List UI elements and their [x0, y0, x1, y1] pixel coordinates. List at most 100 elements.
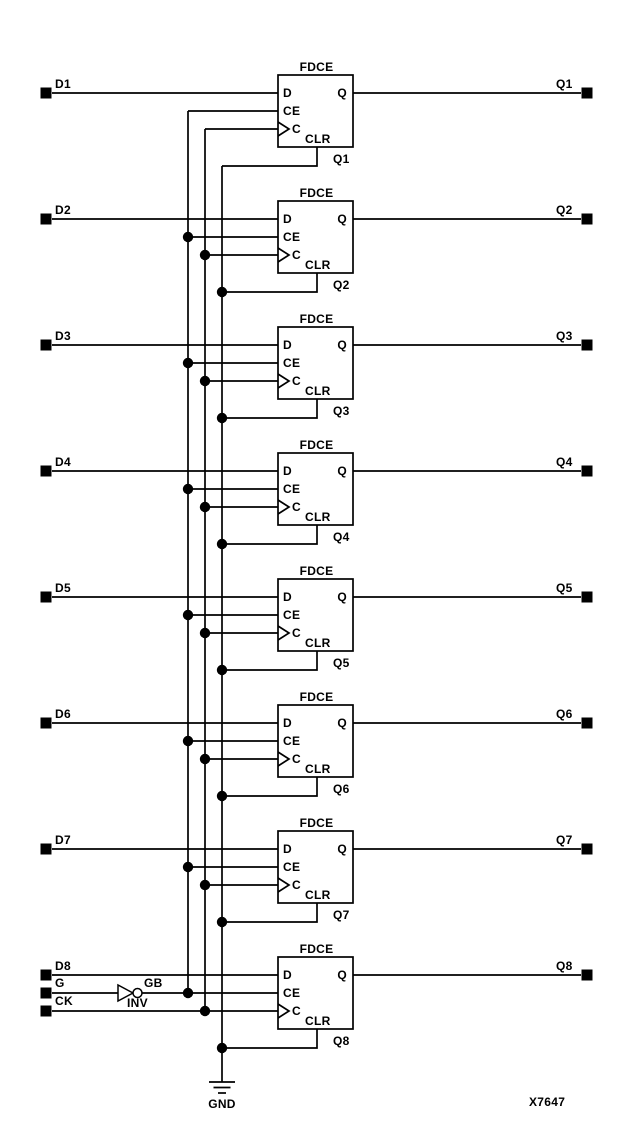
junction-dot-clock-6 — [199, 753, 211, 765]
net-label-ck: CK — [55, 994, 73, 1008]
pin-label-clr: CLR — [305, 384, 331, 398]
net-label-D8: D8 — [55, 959, 71, 973]
pin-label-d: D — [283, 842, 292, 856]
instance-label-Q4: Q4 — [333, 530, 350, 544]
pin-label-ce: CE — [283, 482, 300, 496]
junction-dot-ce-5 — [182, 609, 194, 621]
input-terminal-D1 — [40, 87, 52, 99]
pin-label-c: C — [292, 1004, 301, 1018]
fdce-block-title: FDCE — [300, 312, 334, 326]
fdce-block-title: FDCE — [300, 564, 334, 578]
net-label-Q4: Q4 — [556, 455, 573, 469]
pin-label-clr: CLR — [305, 1014, 331, 1028]
net-label-D1: D1 — [55, 77, 71, 91]
net-label-D5: D5 — [55, 581, 71, 595]
net-label-D6: D6 — [55, 707, 71, 721]
pin-label-c: C — [292, 626, 301, 640]
clock-edge-triangle-icon — [277, 625, 291, 641]
output-terminal-Q1 — [581, 87, 593, 99]
input-terminal-D2 — [40, 213, 52, 225]
junction-dot-clr-8 — [216, 1042, 228, 1054]
pin-label-q: Q — [337, 968, 347, 982]
inverter-label: INV — [127, 996, 148, 1010]
instance-label-Q1: Q1 — [333, 152, 350, 166]
pin-label-ce: CE — [283, 608, 300, 622]
pin-label-ce: CE — [283, 986, 300, 1000]
pin-label-c: C — [292, 878, 301, 892]
net-label-Q1: Q1 — [556, 77, 573, 91]
wire-clr-feed-6 — [222, 777, 318, 797]
pin-label-ce: CE — [283, 356, 300, 370]
pin-label-q: Q — [337, 86, 347, 100]
pin-label-d: D — [283, 968, 292, 982]
fdce-block-title: FDCE — [300, 438, 334, 452]
net-label-gb: GB — [144, 976, 163, 990]
output-terminal-Q2 — [581, 213, 593, 225]
pin-label-clr: CLR — [305, 258, 331, 272]
input-terminal-g — [40, 987, 52, 999]
input-terminal-D8 — [40, 969, 52, 981]
figure-id-label: X7647 — [529, 1095, 565, 1109]
fdce-block-title: FDCE — [300, 186, 334, 200]
net-label-Q8: Q8 — [556, 959, 573, 973]
pin-label-clr: CLR — [305, 636, 331, 650]
net-label-D3: D3 — [55, 329, 71, 343]
input-terminal-D6 — [40, 717, 52, 729]
pin-label-ce: CE — [283, 734, 300, 748]
pin-label-clr: CLR — [305, 132, 331, 146]
wire-clr-feed-7 — [222, 903, 318, 923]
wire-clr-feed-3 — [222, 399, 318, 419]
pin-label-d: D — [283, 338, 292, 352]
pin-label-ce: CE — [283, 230, 300, 244]
wire-clr-feed-4 — [222, 525, 318, 545]
junction-dot-clock-4 — [199, 501, 211, 513]
junction-dot-clr-3 — [216, 412, 228, 424]
net-label-D4: D4 — [55, 455, 71, 469]
pin-label-d: D — [283, 590, 292, 604]
net-label-D7: D7 — [55, 833, 71, 847]
pin-label-c: C — [292, 248, 301, 262]
pin-label-q: Q — [337, 464, 347, 478]
junction-dot-ce-4 — [182, 483, 194, 495]
net-label-Q3: Q3 — [556, 329, 573, 343]
junction-dot-ce-2 — [182, 231, 194, 243]
pin-label-c: C — [292, 374, 301, 388]
fdce-block-title: FDCE — [300, 60, 334, 74]
junction-dot-clock-2 — [199, 249, 211, 261]
pin-label-clr: CLR — [305, 510, 331, 524]
net-label-Q2: Q2 — [556, 203, 573, 217]
junction-dot-clock-7 — [199, 879, 211, 891]
pin-label-c: C — [292, 122, 301, 136]
clock-edge-triangle-icon — [277, 1003, 291, 1019]
wire-clr-feed-8 — [222, 1029, 318, 1049]
output-terminal-Q3 — [581, 339, 593, 351]
pin-label-q: Q — [337, 842, 347, 856]
gnd-label: GND — [208, 1097, 236, 1111]
junction-dot-clr-6 — [216, 790, 228, 802]
net-label-Q5: Q5 — [556, 581, 573, 595]
pin-label-ce: CE — [283, 860, 300, 874]
input-terminal-D4 — [40, 465, 52, 477]
clock-edge-triangle-icon — [277, 247, 291, 263]
junction-dot-clr-4 — [216, 538, 228, 550]
pin-label-ce: CE — [283, 104, 300, 118]
pin-label-d: D — [283, 212, 292, 226]
pin-label-clr: CLR — [305, 762, 331, 776]
wire-clr-feed-2 — [222, 273, 318, 293]
clock-edge-triangle-icon — [277, 499, 291, 515]
pin-label-c: C — [292, 500, 301, 514]
pin-label-d: D — [283, 464, 292, 478]
junction-dot-clock-5 — [199, 627, 211, 639]
fdce-block-title: FDCE — [300, 690, 334, 704]
input-terminal-ck — [40, 1005, 52, 1017]
clock-edge-triangle-icon — [277, 121, 291, 137]
junction-dot-ce-6 — [182, 735, 194, 747]
pin-label-c: C — [292, 752, 301, 766]
pin-label-clr: CLR — [305, 888, 331, 902]
clock-edge-triangle-icon — [277, 751, 291, 767]
net-label-Q6: Q6 — [556, 707, 573, 721]
junction-dot-clr-5 — [216, 664, 228, 676]
instance-label-Q3: Q3 — [333, 404, 350, 418]
pin-label-q: Q — [337, 338, 347, 352]
output-terminal-Q5 — [581, 591, 593, 603]
